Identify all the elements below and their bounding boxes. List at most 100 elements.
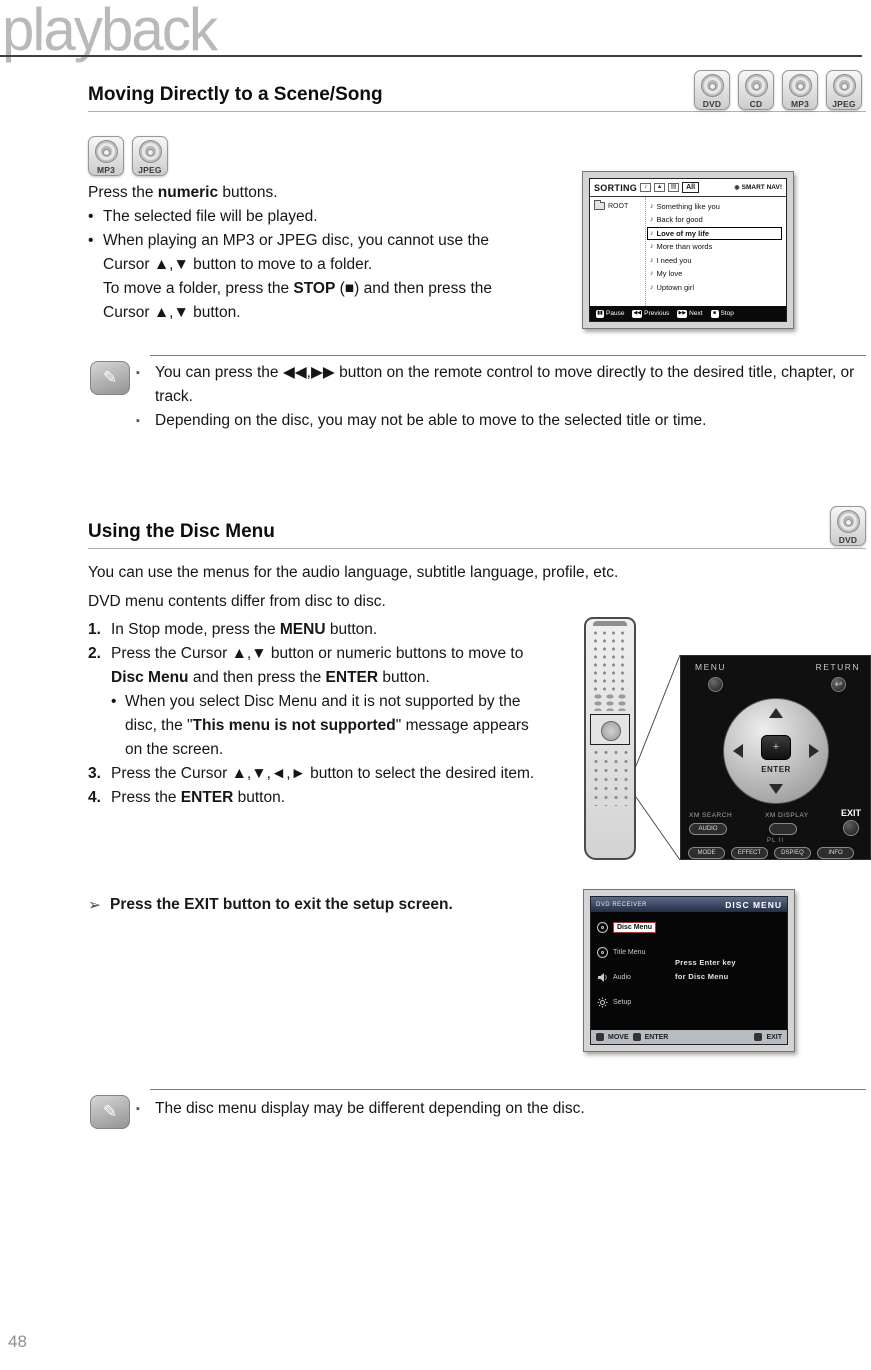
- step-text: In Stop mode, press the MENU button.: [111, 621, 378, 638]
- cursor-right-icon: [809, 744, 819, 758]
- disc-icon: [744, 74, 768, 97]
- disc-icon: [138, 140, 162, 163]
- return-button: ↩: [831, 677, 846, 692]
- disc-menu-screenshot: DVD RECEIVER DISC MENU Disc Menu Title M…: [583, 889, 795, 1052]
- folder-icon: [594, 200, 605, 210]
- ir-window: [593, 621, 627, 626]
- music-note-icon: ♪: [650, 243, 654, 251]
- square-bullet-icon: ▪: [136, 367, 140, 379]
- disc-icon: [832, 74, 856, 97]
- on-screen-message: Press Enter key for Disc Menu: [675, 958, 736, 981]
- song-row: ♪My love: [650, 269, 683, 279]
- bullet-text: When playing an MP3 or JPEG disc, you ca…: [103, 232, 493, 321]
- move-label: MOVE: [608, 1033, 629, 1041]
- bullet-item: • When playing an MP3 or JPEG disc, you …: [88, 229, 560, 325]
- brand-rule: [0, 55, 862, 57]
- stop-icon: ■: [710, 309, 719, 318]
- music-note-icon: ♪: [650, 216, 654, 224]
- song-row-selected: ♪Love of my life: [647, 227, 782, 240]
- song-row: ♪Uptown girl: [650, 282, 695, 292]
- disc-icon: [597, 947, 608, 958]
- info-button: INFO: [817, 847, 854, 859]
- format-badge-cd: CD: [738, 70, 774, 110]
- format-badge-jpeg: JPEG: [826, 70, 862, 110]
- sorting-body: ROOT ♪Something like you ♪Back for good …: [590, 197, 786, 306]
- effect-button: EFFECT: [731, 847, 768, 859]
- step-4: 4. Press the ENTER button.: [88, 786, 550, 810]
- previous-icon: ◀◀: [632, 309, 643, 318]
- music-note-icon: ♪: [650, 256, 654, 264]
- song-row: ♪Something like you: [650, 201, 720, 211]
- paragraph: Press the numeric buttons.: [88, 184, 278, 201]
- pencil-icon: ✎: [102, 1102, 118, 1121]
- song-row: ♪Back for good: [650, 215, 703, 225]
- list-filter-icon: ▤: [668, 183, 680, 192]
- section1-body: Press the numeric buttons. • The selecte…: [88, 181, 560, 325]
- next-icon: ▶▶: [677, 309, 688, 318]
- page-number: 48: [8, 1332, 27, 1351]
- section2-steps: 1. In Stop mode, press the MENU button. …: [88, 618, 550, 810]
- all-filter-button: All: [682, 182, 700, 193]
- disc-menu-screen: DVD RECEIVER DISC MENU Disc Menu Title M…: [590, 896, 788, 1045]
- paragraph: DVD menu contents differ from disc to di…: [88, 593, 386, 610]
- folder-pane: ROOT: [590, 197, 646, 306]
- xm-search-label: XM SEARCH: [689, 812, 733, 819]
- pause-control: ▮▮Pause: [596, 309, 625, 318]
- disc-icon: [597, 922, 608, 933]
- menu-item-audio: Audio: [597, 969, 656, 986]
- menu-button: [708, 677, 723, 692]
- step-text: Press the ENTER button.: [111, 789, 286, 806]
- cursor-down-icon: [769, 784, 783, 794]
- enter-label: ENTER: [761, 765, 791, 774]
- sorting-screen: SORTING ♪ ▲ ▤ All ◉ SMART NAV! ROOT: [589, 178, 787, 322]
- square-bullet-icon: ▪: [136, 1103, 140, 1115]
- step-3: 3. Press the Cursor ▲,▼,◄,► button to se…: [88, 765, 535, 782]
- bottom-button-row: MODE EFFECT DSP/EQ INFO: [688, 847, 854, 859]
- menu-label: MENU: [695, 662, 727, 672]
- arrow-icon: ➢: [88, 897, 101, 914]
- exit-tip: ➢ Press the EXIT button to exit the setu…: [88, 896, 453, 914]
- note-list: ▪ You can press the ◀◀,▶▶ button on the …: [136, 361, 866, 433]
- sorting-header: SORTING ♪ ▲ ▤ All ◉ SMART NAV!: [590, 179, 786, 197]
- enter-key-icon: [632, 1033, 641, 1041]
- smart-nav-icon: ◉: [734, 185, 740, 191]
- exit-label: EXIT: [766, 1033, 782, 1041]
- enter-button: +: [761, 735, 791, 760]
- photo-filter-icon: ▲: [654, 183, 666, 192]
- step-sub-bullet: • When you select Disc Menu and it is no…: [111, 690, 550, 762]
- receiver-label: DVD RECEIVER: [596, 901, 648, 908]
- exit-button: [843, 820, 859, 836]
- exit-key-icon: [754, 1033, 763, 1041]
- return-label: RETURN: [815, 662, 860, 672]
- speaker-icon: [598, 973, 607, 982]
- note-icon: ✎: [90, 1095, 130, 1129]
- function-buttons-area: [592, 693, 628, 711]
- sub-bullet-text: When you select Disc Menu and it is not …: [125, 693, 529, 758]
- move-keys-icon: [596, 1033, 604, 1041]
- cursor-up-icon: [769, 708, 783, 718]
- note-item: ▪ The disc menu display may be different…: [136, 1097, 866, 1121]
- mode-button: MODE: [688, 847, 725, 859]
- section2-rule: [88, 548, 866, 549]
- disc-menu-header: DVD RECEIVER DISC MENU: [591, 897, 787, 912]
- disc-icon: [836, 510, 860, 533]
- pause-icon: ▮▮: [596, 309, 604, 318]
- step-text: Press the Cursor ▲,▼ button or numeric b…: [111, 642, 550, 762]
- zoom-connector-lines: [635, 654, 681, 861]
- music-note-icon: ♪: [650, 283, 654, 291]
- bullet-item: • The selected file will be played.: [88, 208, 318, 225]
- section2-title: Using the Disc Menu: [88, 521, 275, 542]
- gear-icon: [597, 997, 608, 1008]
- format-badge-jpeg: JPEG: [132, 136, 168, 176]
- pl2-label: PL II: [766, 838, 785, 844]
- previous-control: ◀◀Previous: [632, 309, 670, 318]
- note-icon: ✎: [90, 361, 130, 395]
- lower-buttons-area: [591, 748, 629, 806]
- page-brand: playback: [2, 0, 218, 63]
- note-item: ▪ Depending on the disc, you may not be …: [136, 409, 866, 433]
- stop-control: ■Stop: [710, 309, 734, 318]
- root-folder: ROOT: [594, 200, 641, 210]
- square-bullet-icon: ▪: [136, 415, 140, 427]
- song-row: ♪More than words: [650, 242, 713, 252]
